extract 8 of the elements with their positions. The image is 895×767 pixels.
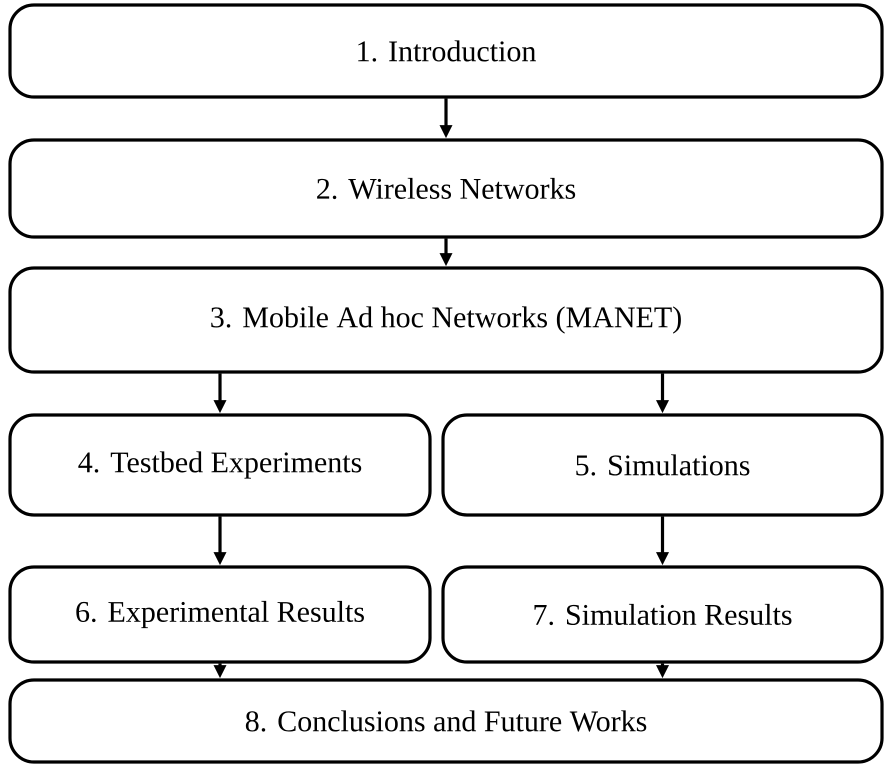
section-box: 8. Conclusions and Future Works xyxy=(8,678,884,764)
section-box: 7. Simulation Results xyxy=(441,565,884,664)
section-box: 2. Wireless Networks xyxy=(8,138,884,239)
section-box: 3. Mobile Ad hoc Networks (MANET) xyxy=(8,266,884,374)
section-box: 4. Testbed Experiments xyxy=(8,413,432,517)
section-box: 1. Introduction xyxy=(8,3,884,99)
section-box: 6. Experimental Results xyxy=(8,565,432,664)
section-box: 5. Simulations xyxy=(441,413,884,517)
